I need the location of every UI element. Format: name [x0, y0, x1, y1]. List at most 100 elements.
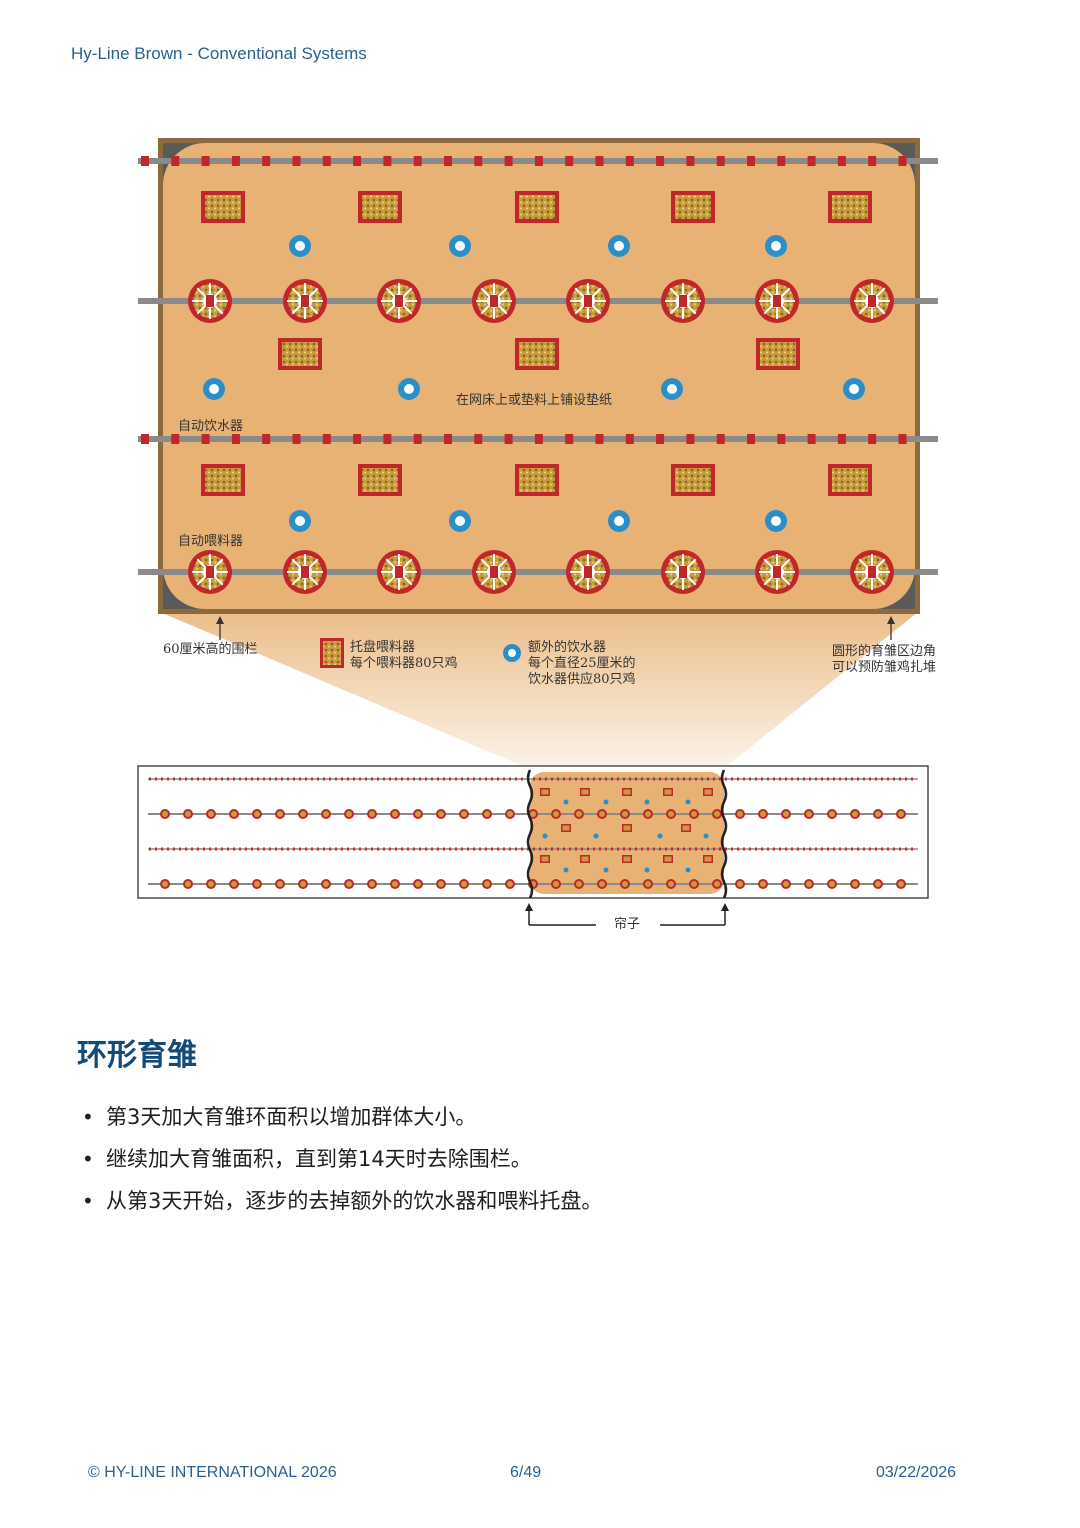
extra-drinker [449, 235, 471, 257]
fence-label: 60厘米高的围栏 [163, 641, 258, 657]
extra-drinker-label-1: 额外的饮水器 [528, 639, 606, 655]
nipple-drinker [504, 434, 513, 444]
auto-drinker-label: 自动饮水器 [178, 419, 243, 434]
nipple-drinker [413, 434, 422, 444]
nipple-drinker [777, 156, 786, 166]
nipple-drinker [171, 434, 180, 444]
tray-feeder-label-1: 托盘喂料器 [350, 639, 415, 655]
nipple-drinker [837, 434, 846, 444]
nipple-drinker [625, 156, 634, 166]
nipple-drinker [625, 434, 634, 444]
nipple-drinker [474, 434, 483, 444]
nipple-drinker [322, 434, 331, 444]
extra-drinker-label-2: 每个直径25厘米的 [528, 655, 636, 671]
page-header-title: Hy-Line Brown - Conventional Systems [71, 44, 367, 63]
nipple-drinker [534, 434, 543, 444]
curtain-callout: 帘子 [525, 903, 729, 932]
pan-feeder [283, 550, 327, 594]
nipple-drinker [565, 434, 574, 444]
footer-page-number: 6/49 [510, 1464, 542, 1481]
extra-drinker [289, 510, 311, 532]
nipple-drinker [898, 156, 907, 166]
pan-feeder [661, 279, 705, 323]
nipple-drinker [413, 156, 422, 166]
nipple-drinker [353, 156, 362, 166]
bullet-item: 第3天加大育雏环面积以增加群体大小。 [78, 1096, 978, 1138]
footer-copyright: © HY-LINE INTERNATIONAL 2026 [88, 1464, 337, 1481]
extra-drinker [765, 510, 787, 532]
extra-drinker-label-3: 饮水器供应80只鸡 [528, 671, 636, 687]
nipple-drinker [898, 434, 907, 444]
tray-feeder [201, 464, 245, 496]
extra-drinker [765, 235, 787, 257]
pan-feeder [755, 279, 799, 323]
tray-feeder [358, 191, 402, 223]
tray-feeder [671, 464, 715, 496]
curtain-left [526, 769, 534, 899]
nipple-drinker [837, 156, 846, 166]
pan-feeder [283, 279, 327, 323]
tray-feeder [278, 338, 322, 370]
pan-feeder [377, 550, 421, 594]
nipple-drinker [686, 434, 695, 444]
nipple-drinker [141, 434, 149, 444]
tray-feeder [828, 191, 872, 223]
pan-feeder [850, 550, 894, 594]
nipple-drinker [201, 434, 210, 444]
nipple-drinker [383, 434, 392, 444]
pan-feeder [661, 550, 705, 594]
footer-date: 03/22/2026 [876, 1464, 957, 1481]
nipple-drinker [504, 156, 513, 166]
nipple-drinker [595, 434, 604, 444]
nipple-drinker [747, 434, 755, 444]
pan-feeder [566, 550, 610, 594]
nipple-drinker [656, 156, 665, 166]
feeder-line [138, 298, 938, 304]
extra-drinker [289, 235, 311, 257]
nipple-drinker [868, 434, 877, 444]
nipple-drinker [565, 156, 574, 166]
pan-feeder [188, 279, 232, 323]
pan-feeder [188, 550, 232, 594]
brooding-layout-diagram: 在网床上或垫料上铺设垫纸 自动饮水器 自动喂料器 60厘米高的围栏 托盘喂料器 … [137, 138, 938, 932]
nipple-drinker [171, 156, 180, 166]
nipple-drinker [353, 434, 362, 444]
nipple-drinker [262, 434, 271, 444]
paper-floor [163, 143, 915, 609]
extra-drinker [449, 510, 471, 532]
nipple-drinker [231, 156, 240, 166]
corner-label-1: 圆形的育雏区边角 [832, 643, 936, 659]
legend: 60厘米高的围栏 托盘喂料器 每个喂料器80只鸡 额外的饮水器 每个直径25厘米… [163, 616, 936, 687]
section-title: 环形育雏 [77, 1038, 197, 1073]
house-overview [137, 765, 929, 899]
nipple-drinker [474, 156, 483, 166]
curtain-right [720, 769, 728, 899]
pan-feeder [472, 550, 516, 594]
tray-feeder [515, 338, 559, 370]
nipple-drinker [383, 156, 392, 166]
pan-feeder [755, 550, 799, 594]
corner-label-2: 可以预防雏鸡扎堆 [832, 659, 936, 675]
tray-feeder [515, 464, 559, 496]
bullet-item: 从第3天开始，逐步的去掉额外的饮水器和喂料托盘。 [78, 1180, 978, 1222]
nipple-drinker [444, 434, 452, 444]
auto-feeder-label: 自动喂料器 [178, 534, 243, 549]
nipple-drinker [231, 434, 240, 444]
nipple-drinker [716, 156, 725, 166]
extra-drinker [608, 510, 630, 532]
extra-drinker [398, 378, 420, 400]
nipple-drinker [141, 156, 149, 166]
pan-feeder [566, 279, 610, 323]
feeder-line [138, 569, 938, 575]
brooding-pen-enlarged [138, 138, 938, 614]
bullet-list: 第3天加大育雏环面积以增加群体大小。 继续加大育雏面积，直到第14天时去除围栏。… [78, 1096, 978, 1222]
nipple-drinker [322, 156, 331, 166]
tray-feeder [358, 464, 402, 496]
nipple-drinker [534, 156, 543, 166]
nipple-drinker [292, 156, 301, 166]
pan-feeder [472, 279, 516, 323]
nipple-drinker [868, 156, 877, 166]
nipple-drinker [656, 434, 665, 444]
extra-drinker [608, 235, 630, 257]
pan-feeder [377, 279, 421, 323]
